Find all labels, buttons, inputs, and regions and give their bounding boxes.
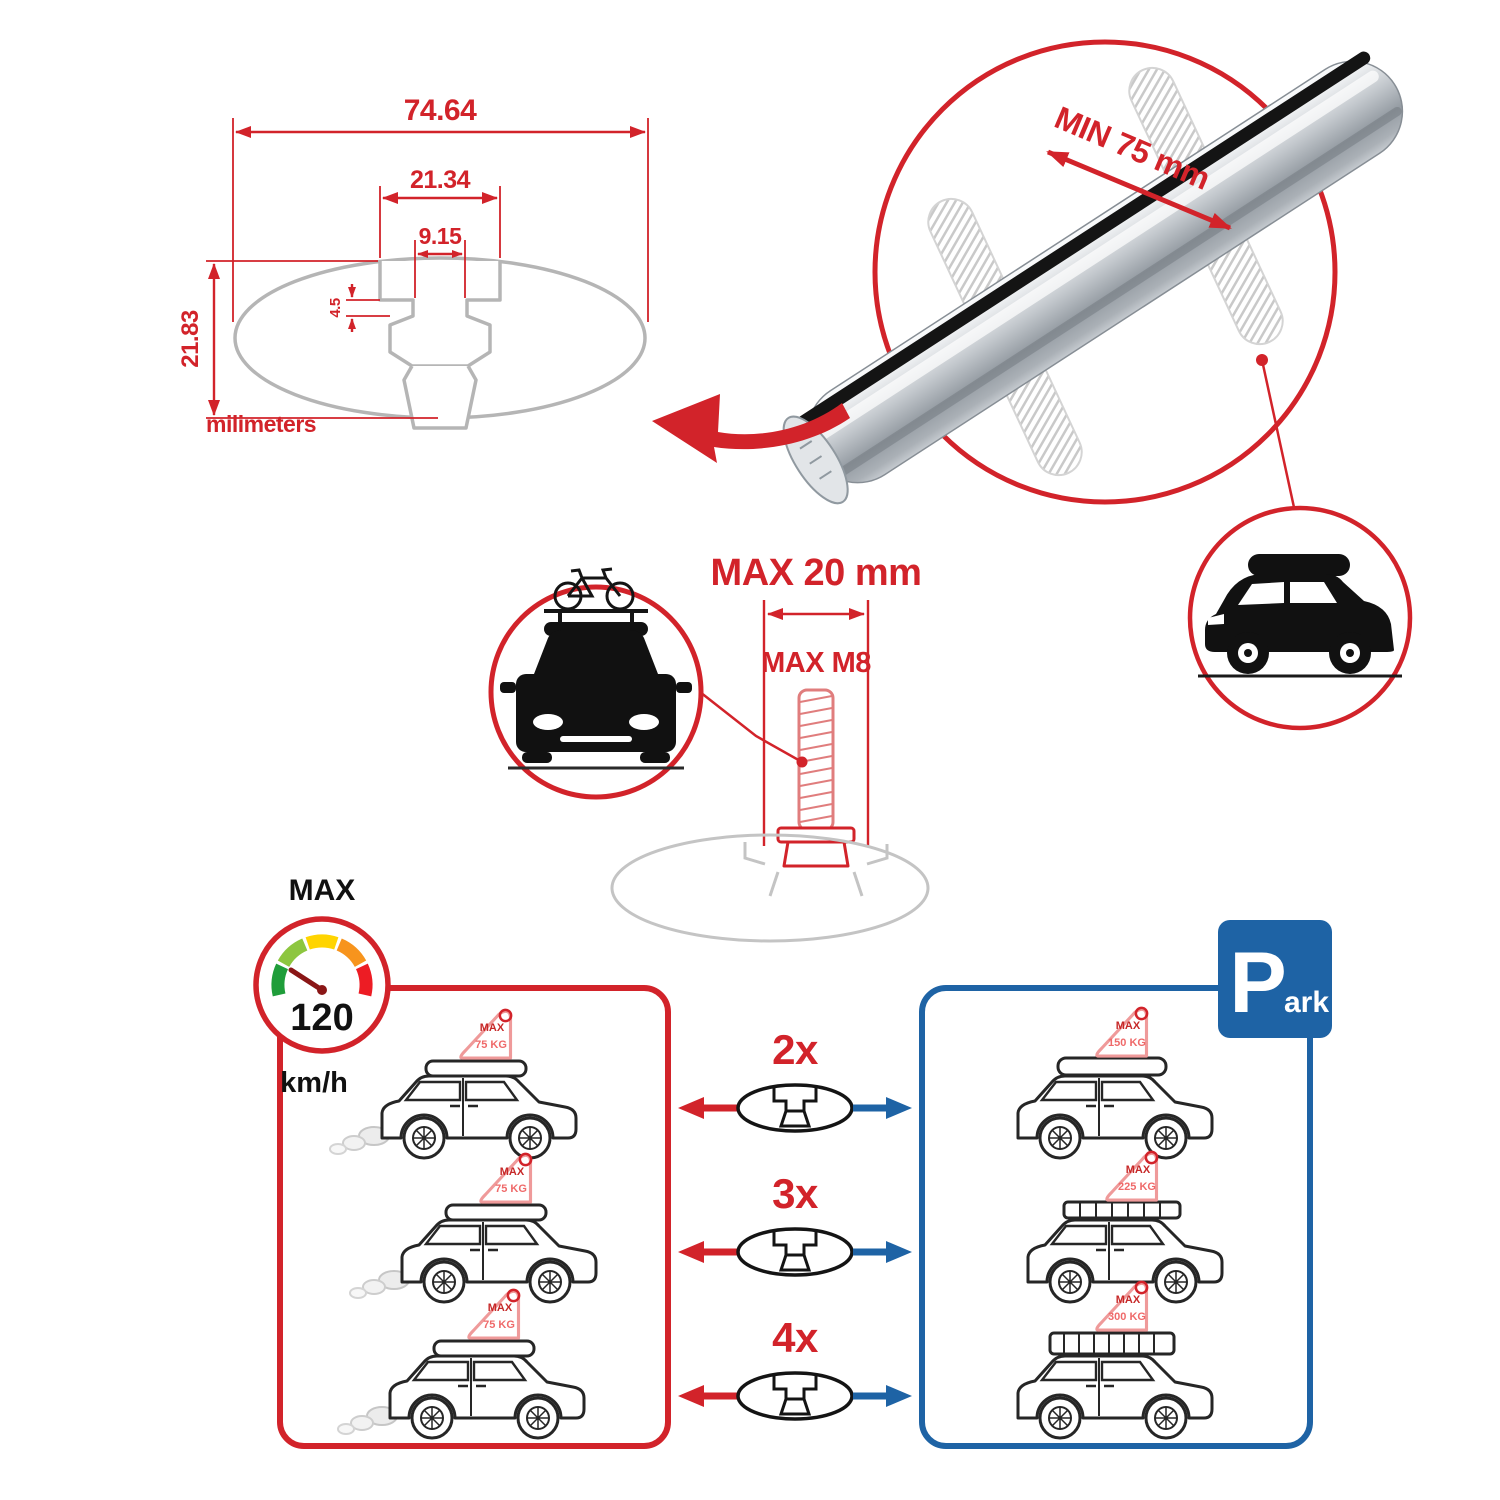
dim-total-height-value: 21.83 [177, 310, 204, 368]
dim-lip-depth-value: 4.5 [327, 298, 344, 318]
quantity-rows: 2x 3x 4x [678, 1026, 912, 1421]
dim-total-width: 74.64 [232, 94, 649, 322]
bar-t-slot-strip [797, 51, 1371, 428]
dim-total-width-value: 74.64 [404, 94, 477, 127]
gauge-needle [288, 967, 325, 993]
aluminum-bar [782, 51, 1404, 505]
speed-units: km/h [280, 1067, 348, 1099]
parked-roof-load-1 [1056, 1056, 1168, 1077]
callout-connector-line [1260, 359, 1297, 513]
parked-sign-3-value: 300 KG [1108, 1311, 1146, 1323]
arrow-to-cross-section [652, 394, 850, 463]
bar-count-icon-1 [736, 1083, 854, 1133]
load-sign-2-value: 75 KG [495, 1183, 527, 1195]
gauge-pivot [317, 985, 327, 995]
car-front-icon [500, 622, 692, 770]
speed-max-label: MAX [289, 874, 356, 907]
dim-lip-depth: 4.5 [327, 284, 390, 332]
roofbox-car-callout [1187, 505, 1413, 731]
min-span-arrow [1046, 149, 1232, 231]
dim-slot-inner-width: 9.15 [414, 223, 466, 298]
suv-with-roofbox-icon [1198, 554, 1402, 678]
load-sign-1-value: 75 KG [475, 1039, 507, 1051]
parked-sign-1-max: MAX [1116, 1020, 1141, 1032]
speed-limit-gauge: MAX 120 km/h [253, 874, 391, 1099]
arrow-left-red-2 [678, 1241, 704, 1263]
gauge-arc [271, 934, 373, 997]
t-bolt-drawing [776, 688, 856, 868]
bolt-position-dot [796, 756, 808, 768]
speed-value: 120 [290, 997, 353, 1039]
arrow-left-red-1 [678, 1097, 704, 1119]
dim-total-height: 21.83 [177, 260, 438, 419]
parked-sign-2-value: 225 KG [1118, 1181, 1156, 1193]
driving-cars: MAX 75 KG MAX 75 KG MAX 75 KG [329, 1008, 598, 1440]
parking-sign: P ark [1218, 920, 1332, 1038]
load-sign-2-max: MAX [500, 1166, 525, 1178]
arrow-right-blue-2 [886, 1241, 912, 1263]
ghost-cross-section [610, 833, 930, 943]
parked-sign-3-max: MAX [1116, 1294, 1141, 1306]
roof-load-2 [444, 1203, 548, 1222]
bar-detail-callout: MIN 75 mm [652, 39, 1404, 513]
bolt-max-thread-label: MAX M8 [761, 647, 871, 679]
parking-sign-suffix: ark [1284, 986, 1329, 1019]
arrow-right-blue-1 [886, 1097, 912, 1119]
parking-sign-board [1218, 920, 1332, 1038]
dim-slot-outer-value: 21.34 [410, 166, 471, 194]
roof-load-1 [424, 1059, 528, 1078]
bike-car-callout [488, 567, 808, 800]
load-sign-3-max: MAX [488, 1302, 513, 1314]
arrow-right-blue-3 [886, 1385, 912, 1407]
parked-cars: MAX 150 KG MAX 225 KG MAX 300 KG [1016, 1006, 1224, 1440]
bike-callout-connector [699, 691, 803, 764]
parked-roof-load-2 [1062, 1200, 1182, 1220]
load-sign-1-max: MAX [480, 1022, 505, 1034]
roof-rack-bar [544, 609, 648, 623]
arrow-left-red-3 [678, 1385, 704, 1407]
parked-sign-2-max: MAX [1126, 1164, 1151, 1176]
quantity-label-3x: 3x [772, 1170, 819, 1217]
parking-sign-letter: P [1229, 935, 1286, 1031]
roof-box [1248, 554, 1350, 576]
load-sign-3-value: 75 KG [483, 1319, 515, 1331]
t-slot-stem [402, 365, 478, 430]
units-label: milimeters [206, 411, 316, 437]
bar-count-icon-2 [736, 1227, 854, 1277]
parked-sign-1-value: 150 KG [1108, 1037, 1146, 1049]
cross-section-diagram: 74.64 21.34 9.15 4.5 21.83 milimeters [177, 94, 649, 437]
bar-count-icon-3 [736, 1371, 854, 1421]
bolt-dimension-diagram: MAX 20 mm MAX M8 [610, 552, 930, 943]
roof-load-3 [432, 1339, 536, 1358]
dim-slot-inner-value: 9.15 [419, 223, 462, 249]
dim-slot-outer-width: 21.34 [379, 166, 501, 258]
quantity-label-2x: 2x [772, 1026, 819, 1073]
bolt-max-diameter-label: MAX 20 mm [711, 552, 922, 594]
parked-roof-load-3 [1048, 1331, 1176, 1356]
quantity-label-4x: 4x [772, 1314, 819, 1361]
